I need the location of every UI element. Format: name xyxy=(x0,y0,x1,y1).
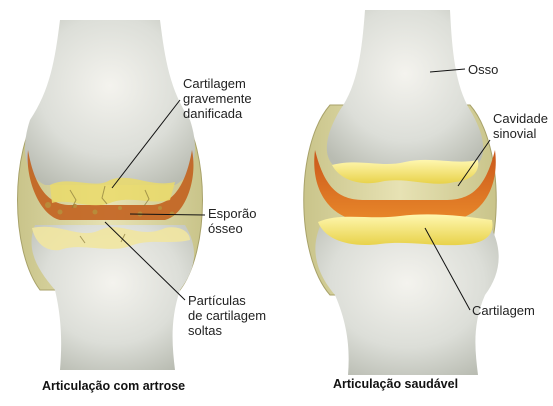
label-loose-particles: Partículas de cartilagem soltas xyxy=(188,293,266,338)
label-bone-spur: Esporão ósseo xyxy=(208,206,256,236)
label-damaged-cartilage: Cartilagem gravemente danificada xyxy=(183,76,252,121)
right-cartilage-upper xyxy=(332,160,478,184)
caption-healthy-joint: Articulação saudável xyxy=(333,377,458,391)
label-synovial-cavity: Cavidade sinovial xyxy=(493,111,548,141)
right-upper-bone xyxy=(327,10,483,170)
left-upper-bone xyxy=(25,20,195,185)
right-lower-bone xyxy=(315,222,498,375)
label-bone: Osso xyxy=(468,62,498,77)
arthritic-joint xyxy=(18,20,203,370)
right-cartilage-lower xyxy=(318,214,493,245)
label-cartilage: Cartilagem xyxy=(472,303,535,318)
caption-arthritic-joint: Articulação com artrose xyxy=(42,379,185,393)
